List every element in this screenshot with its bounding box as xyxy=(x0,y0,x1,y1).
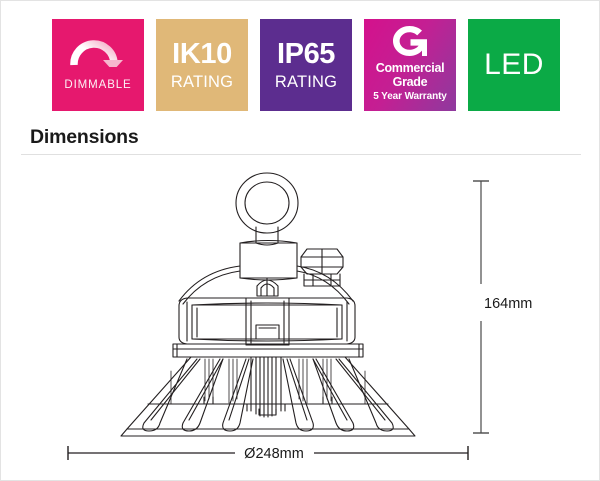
center-module xyxy=(245,297,290,346)
dimension-diameter-label: Ø248mm xyxy=(244,446,304,462)
dimension-diameter: Ø248mm xyxy=(67,446,469,462)
badge-commercial-line1: Commercial xyxy=(375,61,445,75)
badge-ik10-main: IK10 xyxy=(172,37,232,70)
dimmer-arc-icon xyxy=(70,40,123,67)
badge-commercial-warranty: 5 Year Warranty xyxy=(373,91,447,102)
badge-ip65-main: IP65 xyxy=(276,37,336,70)
badge-ik10: IK10 RATING xyxy=(156,19,248,111)
dimension-height: 164mm xyxy=(473,180,532,434)
badge-ip65-sub: RATING xyxy=(274,72,338,91)
badge-led: LED xyxy=(468,19,560,111)
hanging-ring xyxy=(235,172,299,246)
center-fins xyxy=(246,356,286,418)
high-bay-technical-drawing: 164mm Ø248mm xyxy=(67,172,532,462)
mounting-bosses xyxy=(203,396,333,416)
dimensions-drawing: 164mm Ø248mm xyxy=(1,161,600,466)
cable-gland xyxy=(300,248,344,287)
section-divider xyxy=(21,154,581,155)
upper-body xyxy=(178,297,356,345)
badge-dimmable-label: DIMMABLE xyxy=(64,79,132,91)
luminaire-outline xyxy=(120,172,416,437)
top-bracket xyxy=(178,265,354,305)
badge-led-label: LED xyxy=(484,48,544,81)
dimension-height-label: 164mm xyxy=(484,296,532,312)
reflector-facets-right xyxy=(282,358,394,432)
badge-commercial-grade: Commercial Grade 5 Year Warranty xyxy=(364,19,456,111)
badge-ip65: IP65 RATING xyxy=(260,19,352,111)
driver-housing xyxy=(239,239,298,281)
badge-dimmable: DIMMABLE xyxy=(52,19,144,111)
fin-hatching xyxy=(170,358,366,405)
section-title-dimensions: Dimensions xyxy=(30,126,139,148)
lower-flange xyxy=(172,343,364,358)
center-vent xyxy=(256,277,279,297)
badge-ik10-sub: RATING xyxy=(170,72,234,91)
badge-commercial-line2: Grade xyxy=(392,74,428,89)
feature-badge-row: DIMMABLE IK10 RATING IP65 RATING Commerc… xyxy=(1,19,600,111)
reflector-facets-left xyxy=(142,358,254,432)
commercial-grade-g-logo xyxy=(393,26,427,56)
